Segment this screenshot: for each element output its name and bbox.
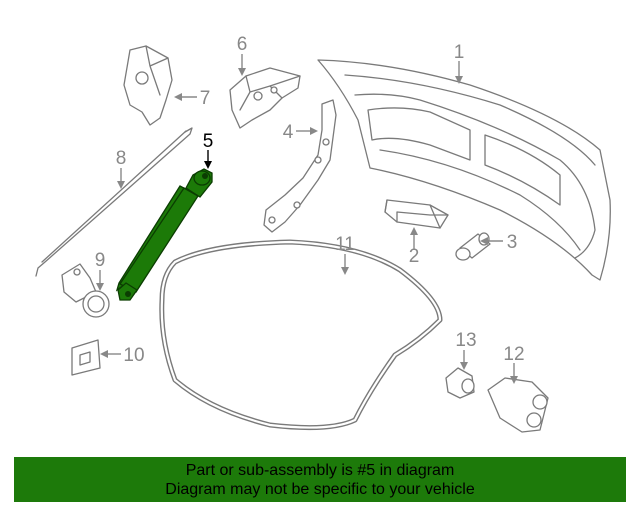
part-9-lock-cylinder[interactable] xyxy=(61,263,110,318)
callout-11: 11 xyxy=(335,234,355,255)
part-6-bracket[interactable] xyxy=(229,67,301,129)
part-1-trunk-lid[interactable] xyxy=(317,59,611,281)
callout-1: 1 xyxy=(454,42,465,63)
callout-8: 8 xyxy=(116,148,127,169)
banner-line-2: Diagram may not be specific to your vehi… xyxy=(165,481,475,498)
part-13-switch[interactable] xyxy=(445,367,475,399)
callout-3: 3 xyxy=(507,232,518,253)
callout-leaders xyxy=(96,54,518,384)
callout-12: 12 xyxy=(503,344,524,365)
banner-line-1: Part or sub-assembly is #5 in diagram xyxy=(185,462,455,479)
part-3-bumper[interactable] xyxy=(455,232,491,261)
part-5-lift-strut[interactable] xyxy=(115,168,213,301)
callout-2: 2 xyxy=(409,246,420,267)
callout-5: 5 xyxy=(203,131,214,152)
part-7-plate[interactable] xyxy=(123,45,173,126)
info-banner: Part or sub-assembly is #5 in diagram Di… xyxy=(14,457,626,502)
callout-10: 10 xyxy=(123,345,144,366)
part-2-block[interactable] xyxy=(384,199,449,229)
part-4-hinge[interactable] xyxy=(263,99,337,233)
callout-7: 7 xyxy=(200,88,211,109)
part-10-clip[interactable] xyxy=(71,339,101,376)
callout-9: 9 xyxy=(95,250,106,271)
part-8-rod[interactable] xyxy=(35,127,193,277)
parts-diagram: 1 2 3 4 5 6 7 8 9 10 11 12 13 xyxy=(35,34,611,433)
callout-4: 4 xyxy=(283,122,294,143)
part-12-actuator[interactable] xyxy=(487,377,549,433)
callout-6: 6 xyxy=(237,34,248,55)
part-11-weatherstrip[interactable] xyxy=(159,239,443,431)
callout-13: 13 xyxy=(455,330,476,351)
